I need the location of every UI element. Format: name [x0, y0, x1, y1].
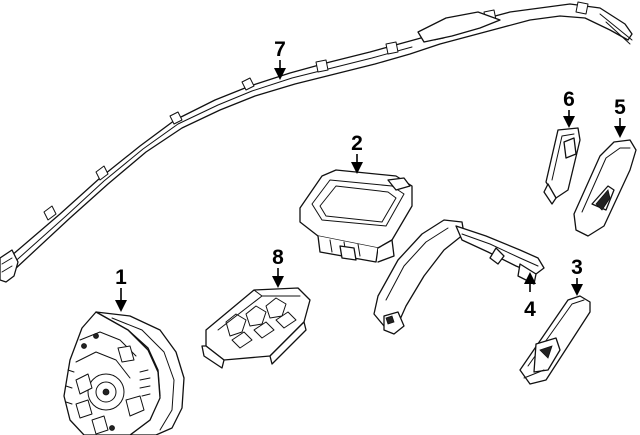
steering-wheel-airbag [63, 311, 185, 435]
callout-5: 5 [614, 96, 626, 138]
callout-number: 6 [563, 88, 575, 111]
callout-number: 1 [115, 266, 127, 289]
callout-3: 3 [571, 256, 583, 296]
seat-airbag-module [519, 295, 591, 385]
callout-number: 8 [272, 246, 284, 269]
passenger-airbag-module [299, 169, 413, 263]
callout-number: 7 [274, 38, 286, 61]
knee-airbag [201, 287, 311, 369]
callout-2: 2 [351, 132, 363, 174]
curtain-airbag [0, 1, 633, 283]
seat-side-airbag [373, 219, 545, 335]
sensor-bracket [543, 127, 581, 205]
side-airbag-cover [573, 139, 637, 237]
callout-4: 4 [524, 272, 536, 321]
callout-7: 7 [274, 38, 286, 80]
callout-number: 3 [571, 256, 583, 279]
callout-number: 5 [614, 96, 626, 119]
callout-number: 2 [351, 132, 363, 155]
callout-number: 4 [524, 298, 536, 321]
callout-6: 6 [563, 88, 575, 128]
callout-1: 1 [115, 266, 127, 312]
callout-8: 8 [272, 246, 284, 288]
